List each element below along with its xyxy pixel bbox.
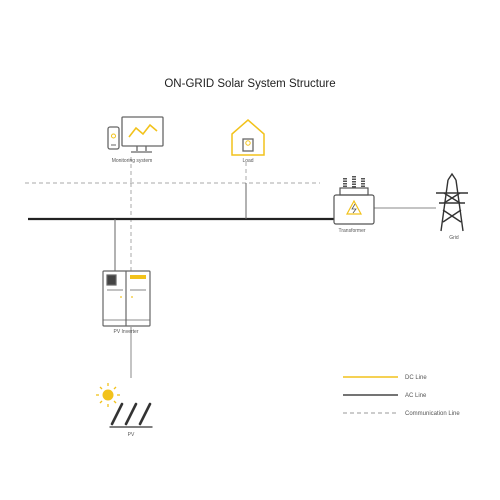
transformer-label: Transformer: [338, 228, 365, 234]
diagram-title: ON-GRID Solar System Structure: [164, 78, 335, 90]
pv-label: PV: [128, 432, 135, 438]
legend: DC Line AC Line Communication Line: [343, 375, 460, 417]
transformer-icon: [333, 176, 375, 225]
monitoring-system-icon: [107, 116, 164, 153]
grid-tower-icon: [436, 172, 468, 232]
sun-icon: [96, 383, 120, 407]
solar-panel-icon: [109, 402, 153, 428]
legend-comm-line-label: Communication Line: [405, 411, 460, 417]
monitoring-label: Monitoring system: [112, 158, 153, 164]
house-icon: [231, 119, 265, 156]
communication-lines: [25, 157, 320, 271]
grid-label: Grid: [449, 235, 459, 241]
legend-dc-line-label: DC Line: [405, 375, 427, 381]
legend-ac-line-label: AC Line: [405, 393, 427, 399]
inverter-icon: [102, 270, 151, 327]
load-label: Load: [242, 158, 253, 164]
inverter-label: PV Inverter: [113, 329, 138, 335]
